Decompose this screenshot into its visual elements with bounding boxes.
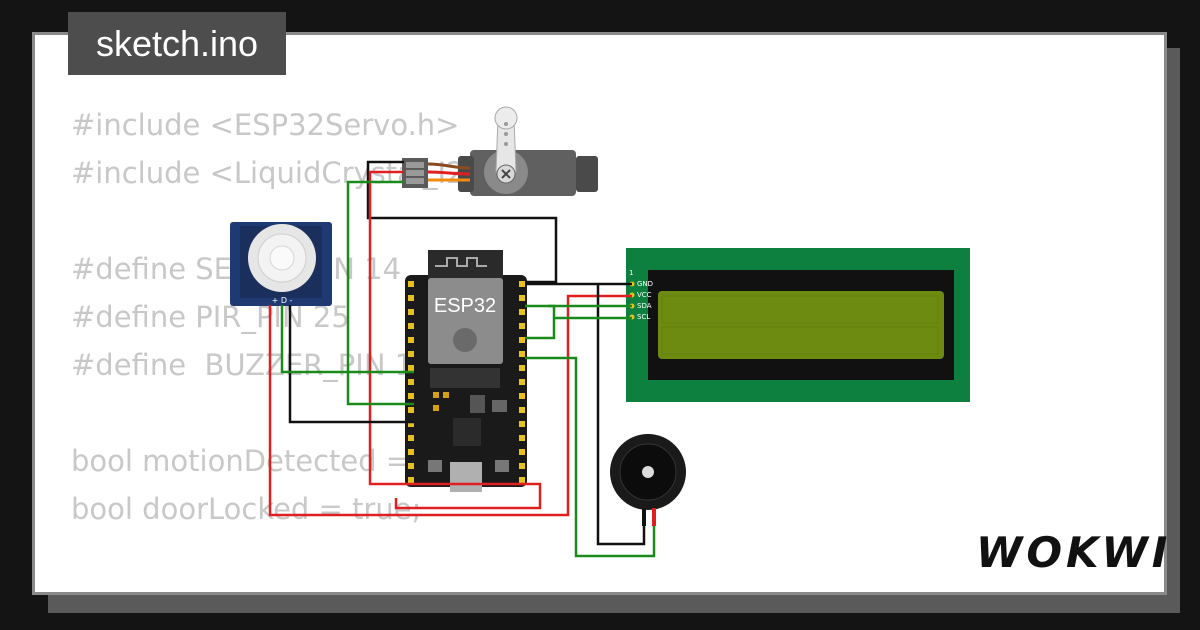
pir-sensor[interactable]: + D - [230,222,332,306]
wire-green [346,180,414,406]
pir-pin-labels: + D - [272,296,293,305]
wire-black [366,160,558,284]
code-line: Servo doorLock; [71,581,537,592]
wire-black [288,305,414,424]
preview-card: #include <ESP32Servo.h> #include <Liquid… [32,32,1167,595]
servo-motor[interactable] [402,106,598,196]
wire-red [368,170,414,486]
code-line: bool doorLocked = true; [71,492,422,526]
lcd-pin-scl: SCL [637,313,650,321]
wire-green [280,305,414,374]
wire-green [525,356,656,558]
esp32-board[interactable]: ESP32 [405,250,527,492]
wire-green [525,304,556,340]
code-line: #include <ESP32Servo.h> [71,108,460,142]
wire-red [394,482,542,510]
lcd-pin-1: 1 [629,269,633,277]
lcd-pin-gnd: GND [637,280,653,288]
file-tab[interactable]: sketch.ino [68,12,286,75]
esp32-label: ESP32 [434,295,496,317]
lcd-pin-vcc: VCC [637,291,652,299]
wire-black [596,284,646,546]
buzzer[interactable] [610,434,686,526]
lcd-pin-sda: SDA [637,302,652,310]
wire-red [268,294,632,517]
wires [268,160,656,558]
wokwi-logo: WOKWI [976,528,1172,577]
lcd-display[interactable]: 1 GND VCC SDA SCL [626,248,970,402]
